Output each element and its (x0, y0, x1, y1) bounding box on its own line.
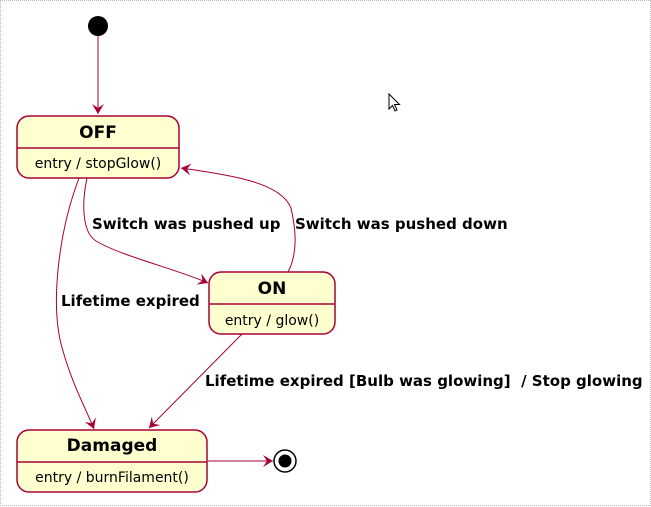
final-state-icon (273, 449, 297, 473)
state-damaged: Damaged entry / burnFilament() (16, 429, 208, 493)
state-damaged-action: entry / burnFilament() (35, 470, 189, 486)
state-off-box (16, 115, 180, 179)
state-on-name: ON (258, 279, 287, 299)
initial-state-icon (88, 16, 108, 36)
state-off-action: entry / stopGlow() (35, 156, 162, 172)
state-on-action: entry / glow() (225, 313, 319, 329)
mouse-pointer-icon (388, 92, 401, 112)
edge-on-to-off (180, 163, 296, 273)
state-off: OFF entry / stopGlow() (16, 115, 180, 179)
edge-on-to-damaged (148, 333, 243, 429)
state-on: ON entry / glow() (208, 271, 336, 335)
state-damaged-box (16, 429, 208, 493)
edge-off-to-on (83, 177, 209, 285)
label-off-to-damaged: Lifetime expired (61, 292, 200, 310)
label-on-to-off: Switch was pushed down (295, 215, 508, 233)
label-off-to-on: Switch was pushed up (92, 215, 281, 233)
label-on-to-damaged: Lifetime expired [Bulb was glowing] / St… (205, 372, 643, 390)
edge-off-to-damaged (56, 177, 96, 430)
state-damaged-name: Damaged (67, 436, 158, 456)
state-off-name: OFF (79, 123, 117, 143)
state-on-box (208, 271, 336, 335)
